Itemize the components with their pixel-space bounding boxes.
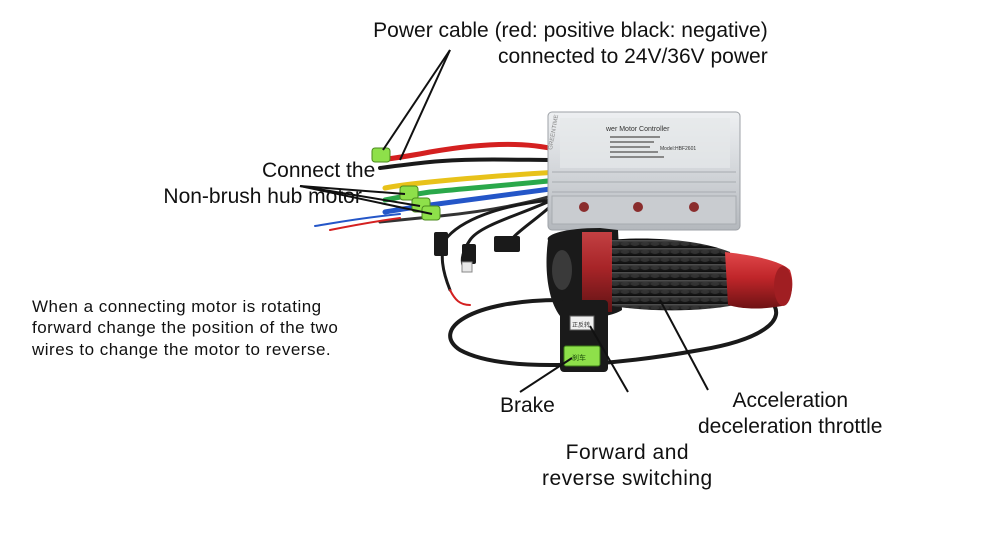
throttle-line1: Acceleration bbox=[732, 389, 848, 412]
hub-motor-line1: Connect the bbox=[262, 159, 376, 182]
power-cable-line1: Power cable (red: positive black: negati… bbox=[373, 19, 768, 42]
blue-phase-wire bbox=[382, 185, 561, 215]
throttle-grip: 正反转 刹车 bbox=[546, 228, 793, 372]
thin-red-wire bbox=[329, 217, 401, 231]
switch-annotation: Forward and reverse switching bbox=[542, 440, 713, 493]
brake-pointer bbox=[519, 357, 573, 393]
reverse-wiring-note: When a connecting motor is rotating forw… bbox=[32, 296, 338, 360]
throttle-line2: deceleration throttle bbox=[698, 415, 883, 439]
reverse-note-line2: forward change the position of the two bbox=[32, 318, 339, 338]
yellow-phase-wire bbox=[382, 169, 561, 191]
brake-connector-text: 刹车 bbox=[572, 353, 586, 362]
throttle-pointer bbox=[659, 299, 709, 391]
reverse-note-line3: wires to change the motor to reverse. bbox=[32, 339, 332, 359]
rubber-grip bbox=[610, 238, 735, 311]
reverse-note-line1: When a connecting motor is rotating bbox=[32, 297, 322, 316]
wire-bundle bbox=[314, 141, 561, 306]
switch-line2: reverse switching bbox=[542, 467, 713, 491]
motor-pointer-1 bbox=[299, 185, 406, 195]
thin-blue-wire bbox=[314, 213, 401, 227]
hub-motor-line2: Non-brush hub motor bbox=[163, 185, 362, 209]
switch-pointer bbox=[589, 325, 629, 393]
signal-connectors bbox=[434, 232, 520, 273]
throttle-cable-loop bbox=[448, 298, 778, 367]
controller-title: wer Motor Controller bbox=[605, 126, 670, 133]
callout-lines bbox=[299, 49, 709, 393]
controller-model: Model:HBF2601 bbox=[660, 146, 696, 152]
power-cable-annotation: Power cable (red: positive black: negati… bbox=[360, 18, 768, 71]
switch-line1: Forward and bbox=[565, 441, 690, 464]
power-cable-line2: connected to 24V/36V power bbox=[498, 45, 768, 69]
red-power-wire bbox=[377, 141, 561, 163]
green-connectors bbox=[371, 147, 441, 221]
mounting-screws bbox=[579, 202, 699, 212]
hub-motor-annotation: Connect the Non-brush hub motor bbox=[150, 158, 375, 211]
brake-annotation: Brake bbox=[500, 394, 555, 417]
motor-pointer-3 bbox=[299, 185, 433, 215]
power-pointer-1 bbox=[382, 49, 451, 151]
brake-connector bbox=[563, 345, 601, 367]
forward-reverse-tag-text: 正反转 bbox=[572, 321, 590, 329]
motor-controller-box: wer Motor Controller Model:HBF2601 GREEN… bbox=[547, 111, 741, 231]
black-power-wire bbox=[378, 157, 560, 170]
green-phase-wire bbox=[382, 177, 561, 203]
power-pointer-2 bbox=[399, 49, 451, 161]
forward-reverse-tag bbox=[569, 315, 595, 331]
throttle-annotation: Acceleration deceleration throttle bbox=[698, 388, 882, 441]
